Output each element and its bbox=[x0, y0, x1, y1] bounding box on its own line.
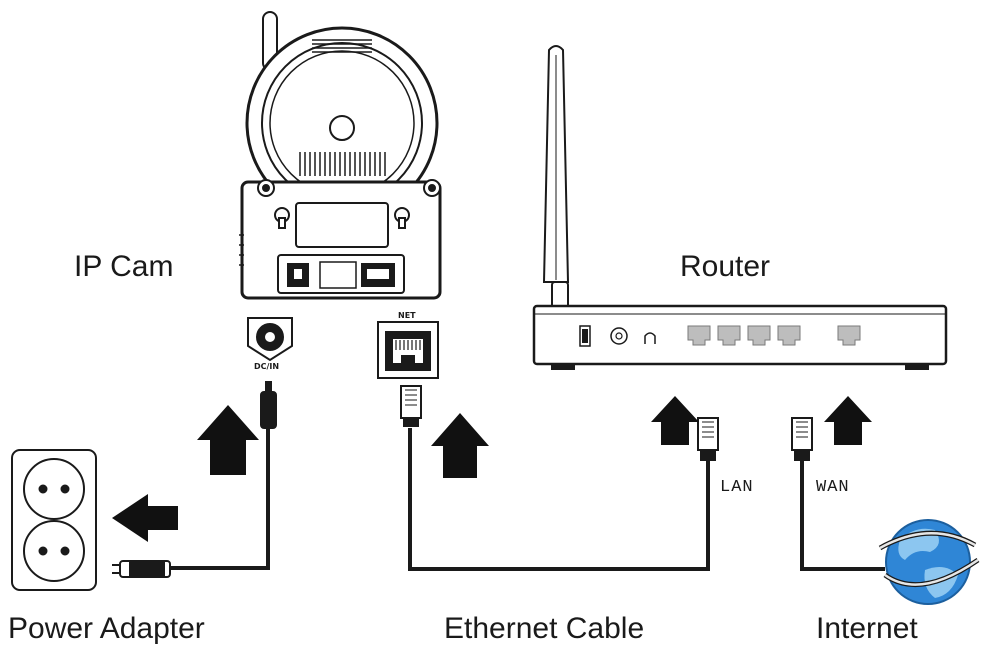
rj45-plug-lan-icon bbox=[697, 417, 719, 461]
arrow-up-icon bbox=[431, 413, 489, 478]
rj45-plug-icon bbox=[400, 385, 422, 427]
router-icon bbox=[532, 45, 948, 370]
ip-cam-label: IP Cam bbox=[74, 250, 174, 283]
net-port-icon bbox=[377, 321, 439, 379]
lan-label: LAN bbox=[720, 478, 754, 497]
cables bbox=[168, 425, 885, 571]
internet-label: Internet bbox=[816, 612, 918, 645]
adapter-plug-icon bbox=[112, 560, 171, 578]
dc-in-label: DC/IN bbox=[254, 362, 280, 371]
ethernet-cable-label: Ethernet Cable bbox=[444, 612, 645, 645]
dc-plug-icon bbox=[260, 381, 277, 429]
internet-cable bbox=[800, 460, 885, 571]
net-port-label: NET bbox=[398, 311, 416, 320]
globe-icon bbox=[878, 519, 980, 605]
power-adapter-label: Power Adapter bbox=[8, 612, 205, 645]
dc-in-port-icon bbox=[247, 317, 293, 362]
router-label: Router bbox=[680, 250, 771, 283]
power-outlet-icon bbox=[11, 449, 97, 591]
arrow-up-icon bbox=[651, 396, 699, 445]
ethernet-cable bbox=[408, 428, 710, 571]
power-cable bbox=[168, 425, 270, 570]
arrow-left-icon bbox=[112, 494, 178, 542]
arrow-up-icon bbox=[824, 396, 872, 445]
wan-label: WAN bbox=[816, 478, 850, 497]
ip-camera-icon bbox=[239, 11, 442, 300]
arrow-up-icon bbox=[197, 405, 259, 475]
rj45-plug-wan-icon bbox=[791, 417, 813, 461]
